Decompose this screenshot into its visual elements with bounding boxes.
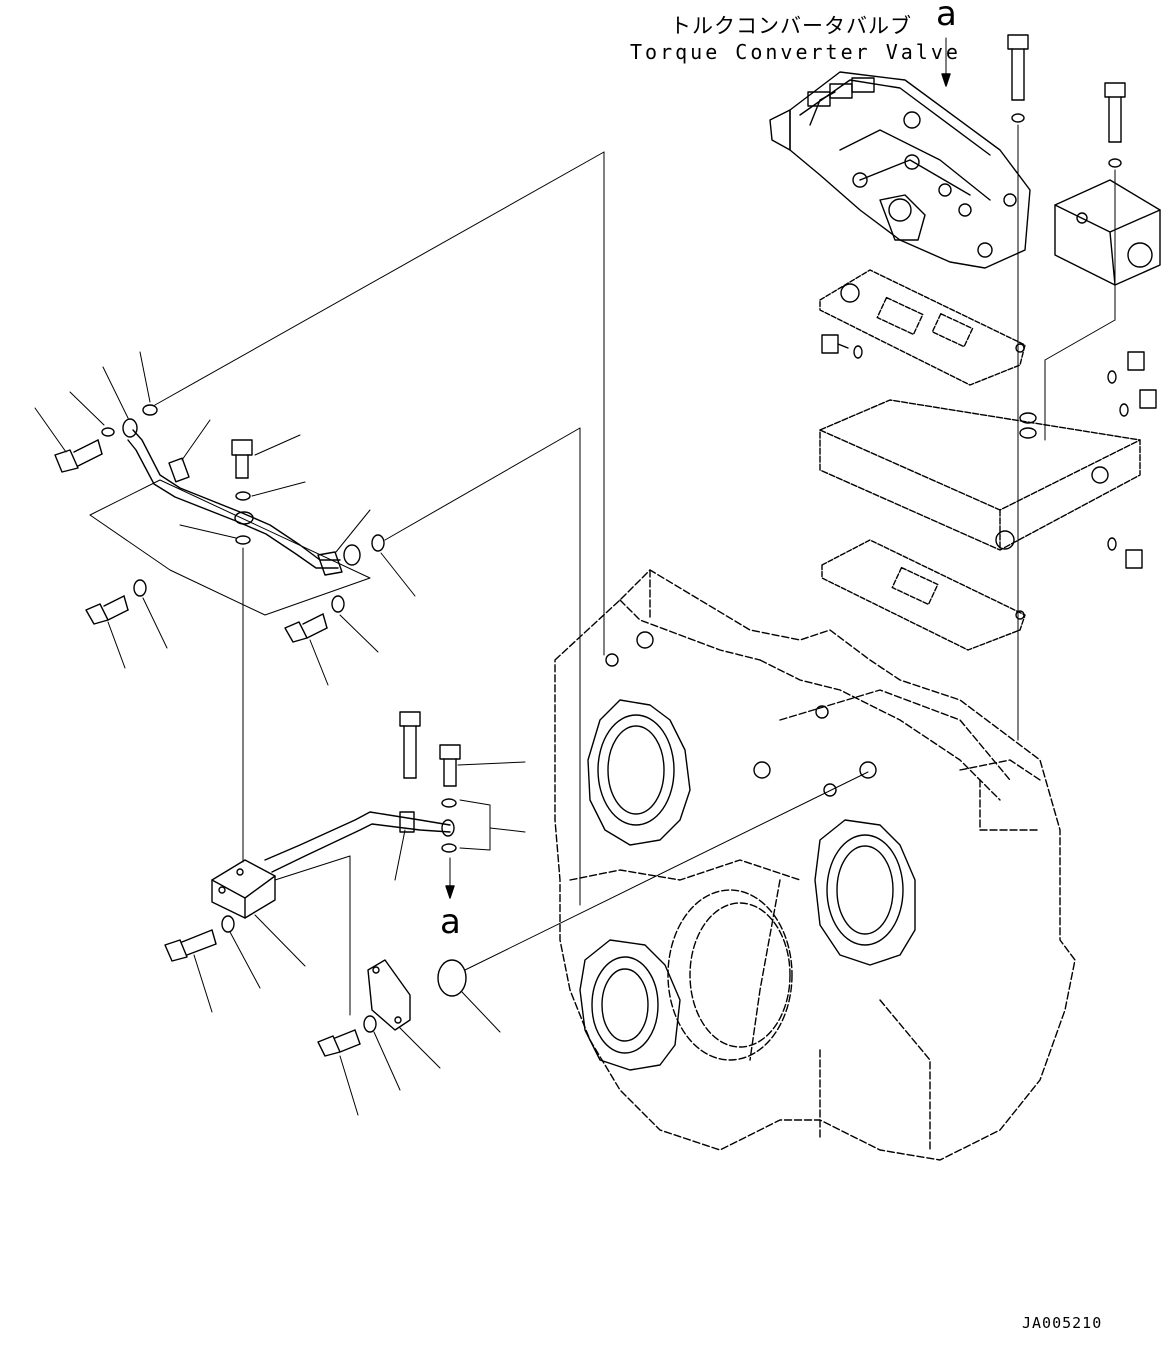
transmission-housing: [555, 570, 1075, 1160]
plug-1: [822, 335, 862, 358]
reference-mark-middle: a: [440, 902, 461, 942]
seal-ring: [438, 960, 466, 996]
title-japanese: トルクコンバータバルブ: [670, 14, 912, 38]
bolt-short-lower: [440, 745, 460, 786]
bolt-lower-left-3: [165, 916, 234, 961]
washer-lower-2: [442, 844, 456, 852]
washer-lower-1: [442, 799, 456, 807]
title-english: Torque Converter Valve: [630, 40, 961, 64]
leader-lines: [35, 352, 525, 1115]
plate-hole: [1092, 467, 1108, 483]
gasket-lower: [822, 540, 1025, 650]
tube-group-outline: [90, 480, 370, 615]
washer-a: [143, 405, 157, 415]
assembly-guide-lines: [155, 152, 868, 1015]
drawing-code: JA005210: [1022, 1314, 1103, 1332]
bolt-clamp: [232, 440, 252, 544]
washer-b: [102, 428, 114, 436]
bolt-right-2: [285, 596, 344, 642]
plate-hole-2: [996, 531, 1014, 549]
gasket-upper-hole: [841, 284, 859, 302]
valve-bolt-2: [1105, 83, 1125, 167]
plug-2: [1108, 352, 1144, 383]
oring-upper: [372, 535, 384, 551]
bolt-long-lower: [400, 712, 420, 778]
reference-mark-top: a: [936, 0, 957, 34]
cover-plate: [368, 960, 410, 1030]
bolt-left-2: [86, 580, 146, 624]
bolt-upper-left: [55, 440, 102, 472]
torque-converter-cover: [668, 890, 792, 1060]
separator-plate: [820, 400, 1140, 550]
gasket-upper-pin: [1016, 344, 1024, 352]
valve-block: [1055, 180, 1160, 285]
bearing-housing-lower-left: [580, 940, 680, 1070]
gasket-upper: [820, 270, 1025, 385]
bolt-cover: [318, 1016, 376, 1056]
bearing-housing-right: [815, 820, 915, 965]
plug-4: [1108, 538, 1142, 568]
bearing-housing-left: [588, 700, 690, 845]
connector-block: [212, 860, 275, 918]
lube-tube-upper: [123, 419, 360, 575]
plug-3: [1120, 390, 1156, 416]
valve-bolt-1: [1008, 35, 1028, 122]
torque-converter-valve: [770, 72, 1030, 268]
lube-tube-lower: [265, 812, 454, 872]
